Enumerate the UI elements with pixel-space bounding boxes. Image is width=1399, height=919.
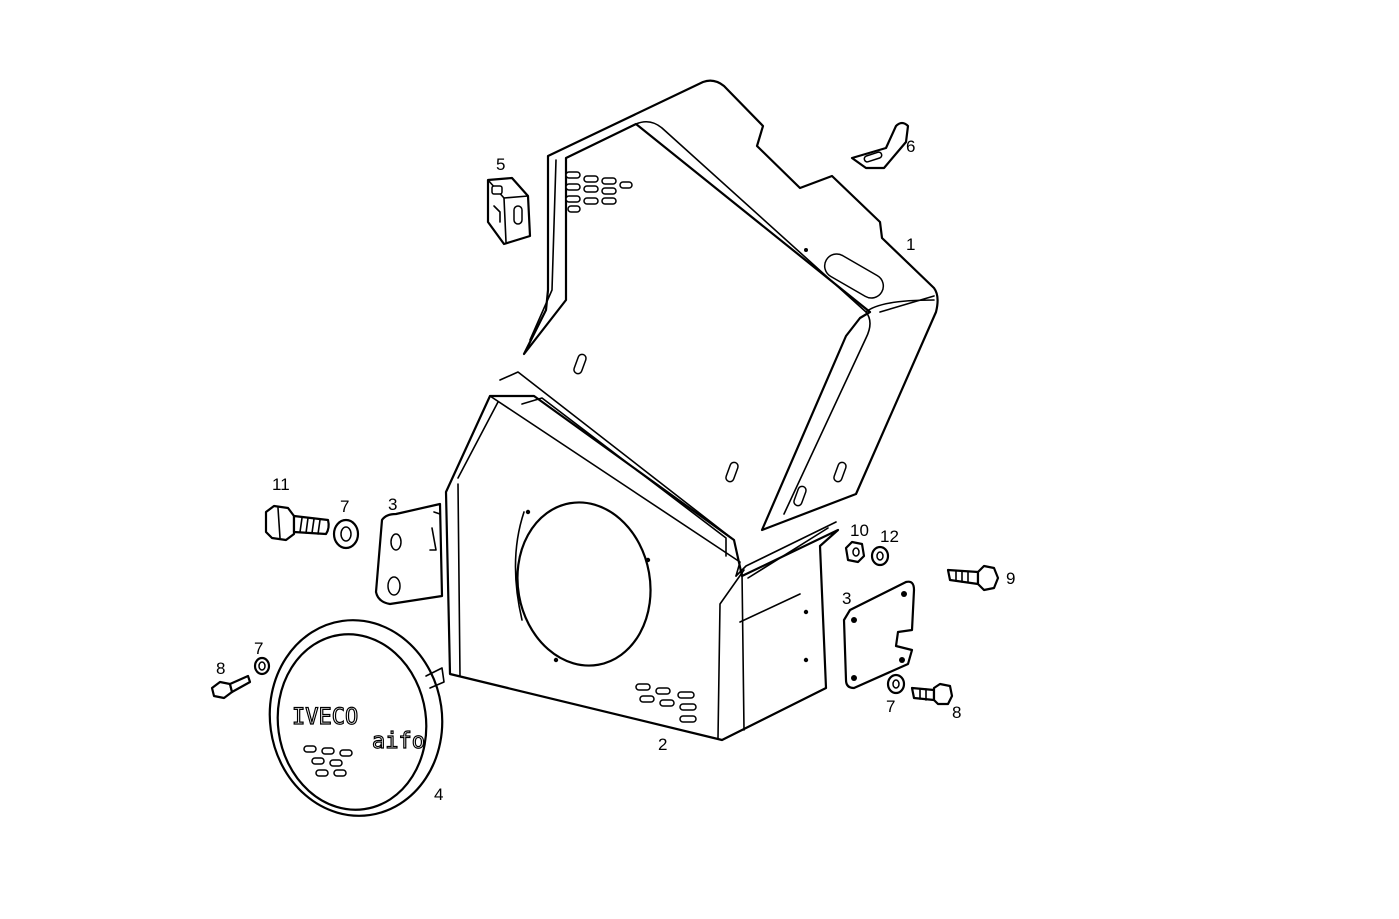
callout-8-right: 8	[952, 703, 961, 722]
callout-labels: 1 2 3 3 4 5 6 7 7 7 8 8 9 10 11 12	[216, 137, 1015, 804]
callout-12: 12	[880, 527, 899, 546]
callout-11: 11	[272, 475, 290, 494]
bolt-part-11	[264, 504, 330, 542]
bracket-plate-left-part-3	[374, 502, 444, 606]
bolt-part-8-left	[210, 674, 252, 700]
angle-bracket-part-6	[850, 121, 910, 170]
washer-part-12	[870, 545, 890, 567]
callout-2: 2	[658, 735, 667, 754]
bolt-part-8-right	[910, 682, 954, 706]
lower-housing-part-2	[444, 371, 840, 742]
bolt-part-9	[946, 564, 1000, 592]
callout-4: 4	[434, 785, 443, 804]
callout-7-right: 7	[886, 697, 895, 716]
callout-10: 10	[850, 521, 869, 540]
iveco-aifo-logo: IVECO aifo	[291, 704, 426, 777]
callout-9: 9	[1006, 569, 1015, 588]
callout-5: 5	[496, 155, 505, 174]
callout-1: 1	[906, 235, 915, 254]
bracket-plate-right-part-3	[842, 580, 916, 690]
vent-pattern-lower	[635, 683, 697, 723]
logo-sub-text: aifo	[372, 729, 425, 754]
washer-part-7-left	[332, 518, 360, 550]
callout-3-left: 3	[388, 495, 397, 514]
nut-part-10	[844, 540, 866, 564]
callout-7-cover: 7	[254, 639, 263, 658]
callout-8-left: 8	[216, 659, 225, 678]
washer-part-7-right	[886, 673, 906, 695]
callout-7-left: 7	[340, 497, 349, 516]
logo-brand-text: IVECO	[292, 705, 358, 730]
callout-6: 6	[906, 137, 915, 156]
round-cover-part-4: IVECO aifo	[268, 619, 445, 817]
washer-part-7-cover	[253, 656, 271, 676]
upper-cover-part-1	[522, 79, 939, 532]
small-bracket-part-5	[486, 176, 532, 246]
vent-pattern-upper	[565, 171, 633, 213]
callout-3-right: 3	[842, 589, 851, 608]
